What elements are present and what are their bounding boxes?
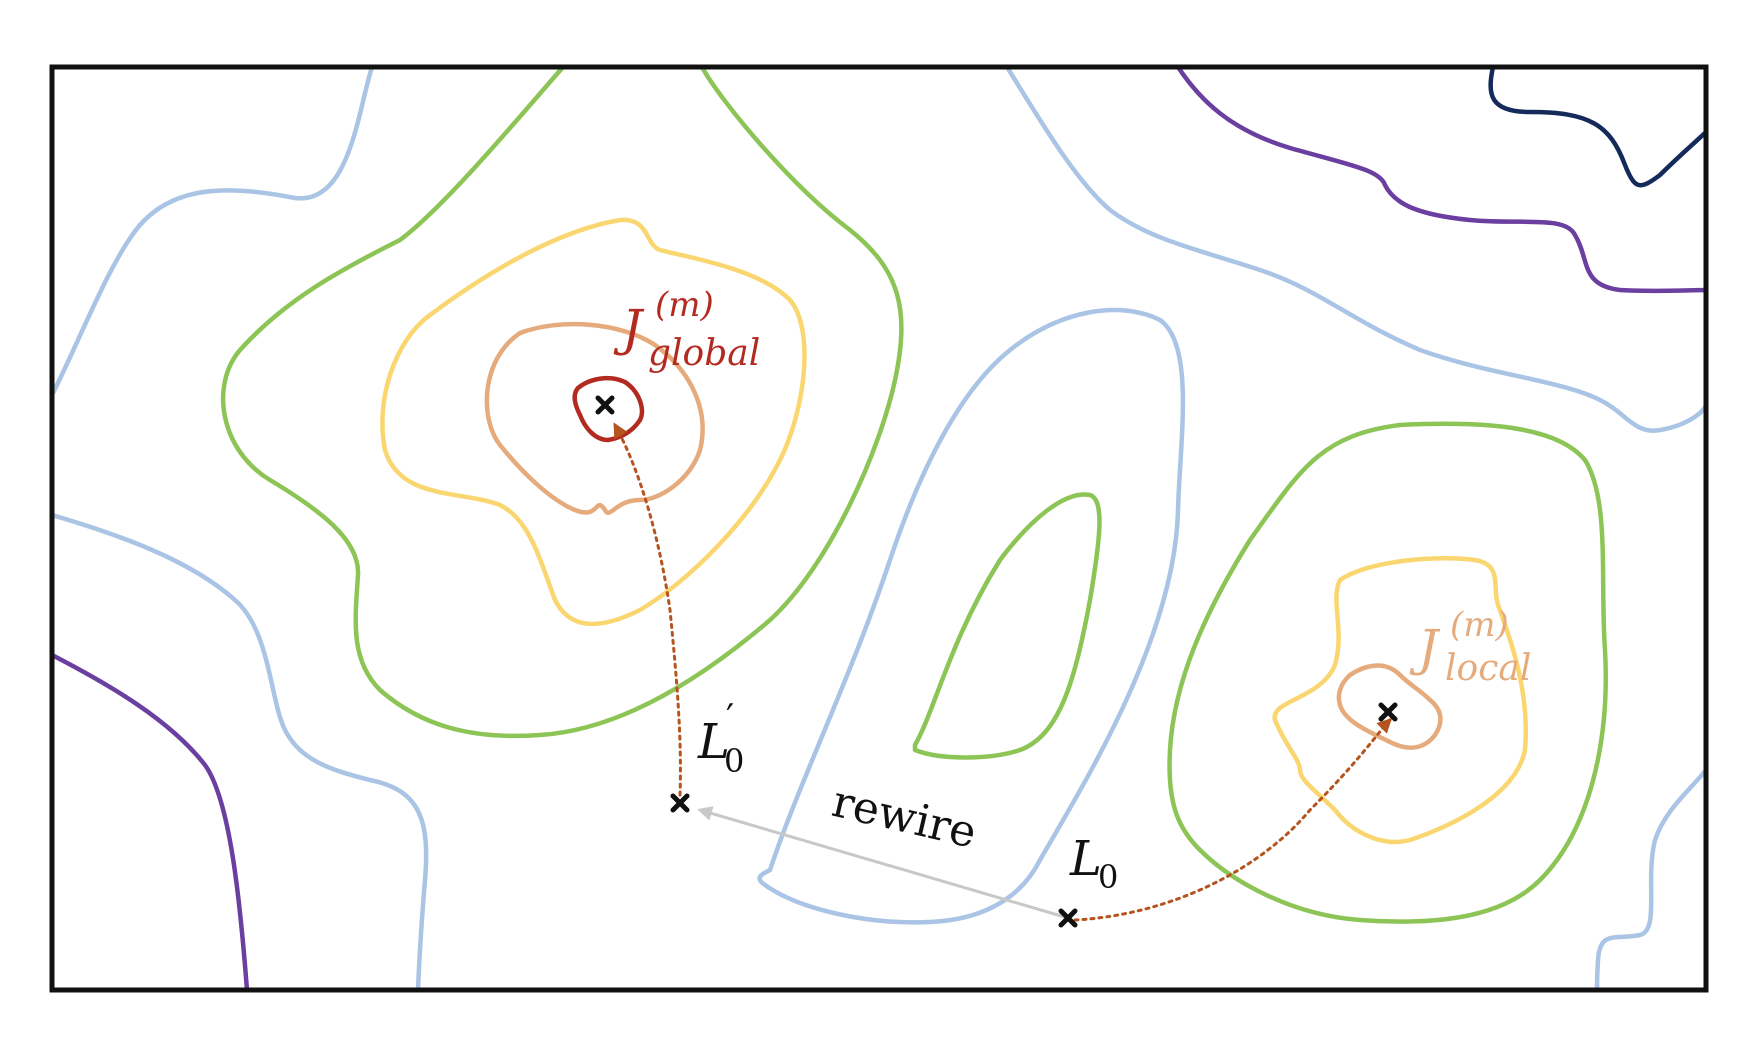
contour-outer-right-top [1004, 67, 1706, 433]
contour-outer-center-basin [757, 307, 1186, 925]
contour-peak-global-inner [484, 321, 705, 515]
label-J-local-subscript: local [1445, 648, 1531, 689]
contour-mid-local [1167, 421, 1608, 924]
contour-outer-right-bottom [1594, 767, 1706, 990]
contour-high-global [380, 217, 807, 627]
label-J-local-superscript: (m) [1450, 605, 1509, 645]
label-J-local-letter: J [1409, 619, 1441, 677]
local-optimum-marker-icon [1378, 702, 1398, 722]
contour-lowest-top-right [1488, 67, 1706, 188]
label-J-global-subscript: global [648, 333, 760, 374]
contour-high-local [1272, 555, 1528, 845]
L0-marker-icon [1058, 908, 1078, 928]
label-L0-prime-letter: L [697, 714, 730, 770]
label-L0-prime-subscript: 0 [724, 742, 744, 780]
label-J-global: J (m) global [613, 285, 760, 374]
contour-mid-center-island [912, 492, 1102, 760]
label-L0-letter: L [1069, 831, 1102, 887]
label-L0-prime: L ′ 0 [697, 698, 744, 780]
contour-low-bottom-left [52, 652, 250, 990]
contour-outer-left-top [52, 67, 375, 398]
label-L0-subscript: 0 [1098, 858, 1118, 896]
optimization-path-local [1073, 717, 1393, 922]
label-L0-prime-mark: ′ [726, 698, 734, 739]
contour-low-top-right [1175, 67, 1706, 294]
plot-frame [49, 64, 1709, 993]
label-L0: L 0 [1069, 831, 1118, 896]
contour-peak-local-inner [1336, 663, 1443, 750]
contour-mid-global [220, 67, 904, 739]
label-J-global-superscript: (m) [655, 285, 714, 325]
L0-prime-marker-icon [670, 793, 690, 813]
label-rewire: rewire [828, 776, 982, 859]
optimization-path-global [613, 422, 682, 797]
global-optimum-marker-icon [595, 395, 615, 415]
contour-lines [52, 67, 1706, 990]
rewire-arrow [697, 806, 1069, 920]
contour-outer-left-mid [52, 512, 429, 990]
